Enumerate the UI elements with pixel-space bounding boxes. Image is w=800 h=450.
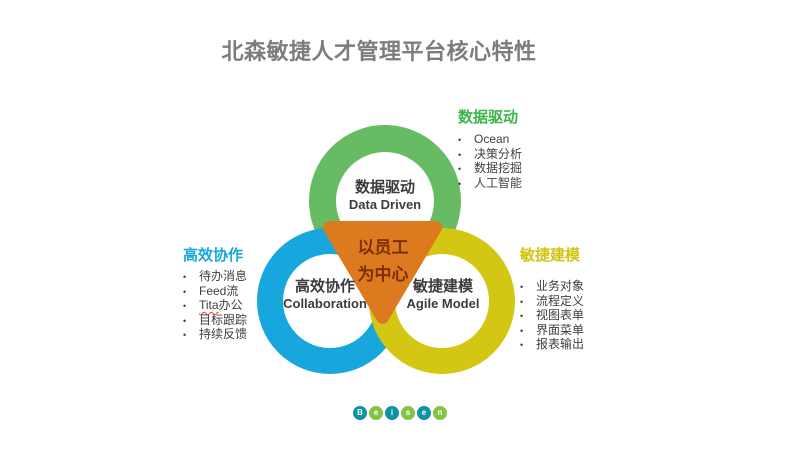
data-driven-note-title: 数据驱动 <box>458 109 519 126</box>
note-item: • 界面菜单 <box>520 322 585 339</box>
note-item: • 数据挖掘 <box>458 161 523 177</box>
note-item-label: 流程定义 <box>536 293 585 308</box>
note-item: • 流程定义 <box>520 293 585 310</box>
note-item-label: 业务对象 <box>536 279 585 293</box>
note-item-label: 人工智能 <box>474 175 523 190</box>
agile-model-label-en: Agile Model <box>406 296 480 311</box>
collaboration-label-en: Collaboration <box>283 296 367 311</box>
bullet-icon: • <box>458 164 462 174</box>
employee-centric-label: 以员工 为中心 <box>323 234 443 288</box>
bullet-icon: • <box>183 286 187 297</box>
note-item-label: 数据挖掘 <box>474 161 523 175</box>
note-item-label: 决策分析 <box>474 146 523 161</box>
note-item-label: 目标跟踪 <box>199 312 248 327</box>
note-item-label: Ocean <box>474 132 510 146</box>
page-title: 北森敏捷人才管理平台核心特性 <box>221 39 537 64</box>
data-driven-note-list: • Ocean • 决策分析 • 数据挖掘 • 人工智能 <box>458 132 523 192</box>
bullet-icon: • <box>183 272 187 282</box>
note-item: • 待办消息 <box>183 269 248 285</box>
data-driven-label-en: Data Driven <box>348 197 422 212</box>
note-item: • 人工智能 <box>458 175 523 192</box>
bullet-icon: • <box>458 178 462 189</box>
note-item-label: 报表输出 <box>536 337 585 351</box>
note-item: • 持续反馈 <box>183 327 248 343</box>
logo-letter-dot: B <box>353 406 367 420</box>
employee-centric-line1: 以员工 <box>357 238 409 257</box>
beisen-logo: B e i s e n <box>353 406 447 420</box>
agile-model-note-title: 敏捷建模 <box>520 247 581 264</box>
note-item-label: 持续反馈 <box>199 327 248 341</box>
note-item-label: Tita办公 <box>199 298 243 313</box>
note-item: • Ocean <box>458 132 522 148</box>
bullet-icon: • <box>458 135 462 145</box>
tita-underlined-text: Tita <box>199 298 219 312</box>
collaboration-note-title: 高效协作 <box>183 247 244 264</box>
bullet-icon: • <box>520 296 524 307</box>
employee-centric-line2: 为中心 <box>357 265 409 284</box>
data-driven-label: 数据驱动 Data Driven <box>305 178 465 213</box>
note-item-label: 待办消息 <box>199 269 248 283</box>
logo-letter-dot: e <box>417 406 431 420</box>
note-item-label: 界面菜单 <box>536 322 585 337</box>
logo-letter-dot: i <box>385 406 399 420</box>
collaboration-note: 高效协作 • 待办消息 • Feed流 • Tita办公 • 目标跟踪 • 持续反馈 <box>183 246 247 343</box>
data-driven-label-zh: 数据驱动 <box>354 179 415 196</box>
collaboration-label: 高效协作 Collaboration <box>245 277 405 312</box>
agile-model-label: 敏捷建模 Agile Model <box>363 277 523 312</box>
agile-model-note-list: • 业务对象 • 流程定义 • 视图表单 • 界面菜单 • 报表输出 <box>520 279 585 353</box>
note-item: • 报表输出 <box>520 337 585 353</box>
bullet-icon: • <box>183 301 187 311</box>
bullet-icon: • <box>520 340 524 350</box>
bullet-icon: • <box>520 325 524 336</box>
data-driven-note: 数据驱动 • Ocean • 决策分析 • 数据挖掘 • 人工智能 <box>458 108 522 191</box>
note-item: • 业务对象 <box>520 279 585 295</box>
note-item: • 决策分析 <box>458 146 523 163</box>
tita-rest-text: 办公 <box>218 298 243 312</box>
agile-model-note: 敏捷建模 • 业务对象 • 流程定义 • 视图表单 • 界面菜单 • 报表输出 <box>520 246 584 353</box>
logo-letter-dot: n <box>433 406 447 420</box>
note-item: • Feed流 <box>183 283 247 300</box>
note-item: • Tita办公 <box>183 298 247 314</box>
note-item: • 视图表单 <box>520 308 585 324</box>
bullet-icon: • <box>458 149 462 160</box>
bullet-icon: • <box>520 282 524 292</box>
logo-letter-dot: e <box>369 406 383 420</box>
collaboration-label-zh: 高效协作 <box>294 278 355 295</box>
bullet-icon: • <box>183 315 187 326</box>
agile-model-label-zh: 敏捷建模 <box>412 278 473 295</box>
employee-centric-triangle <box>322 221 443 324</box>
note-item: • 目标跟踪 <box>183 312 248 329</box>
bullet-icon: • <box>520 311 524 321</box>
logo-letter-dot: s <box>401 406 415 420</box>
collaboration-note-list: • 待办消息 • Feed流 • Tita办公 • 目标跟踪 • 持续反馈 <box>183 269 248 343</box>
note-item-label: 视图表单 <box>536 308 585 322</box>
note-item-label: Feed流 <box>199 283 239 298</box>
bullet-icon: • <box>183 330 187 340</box>
